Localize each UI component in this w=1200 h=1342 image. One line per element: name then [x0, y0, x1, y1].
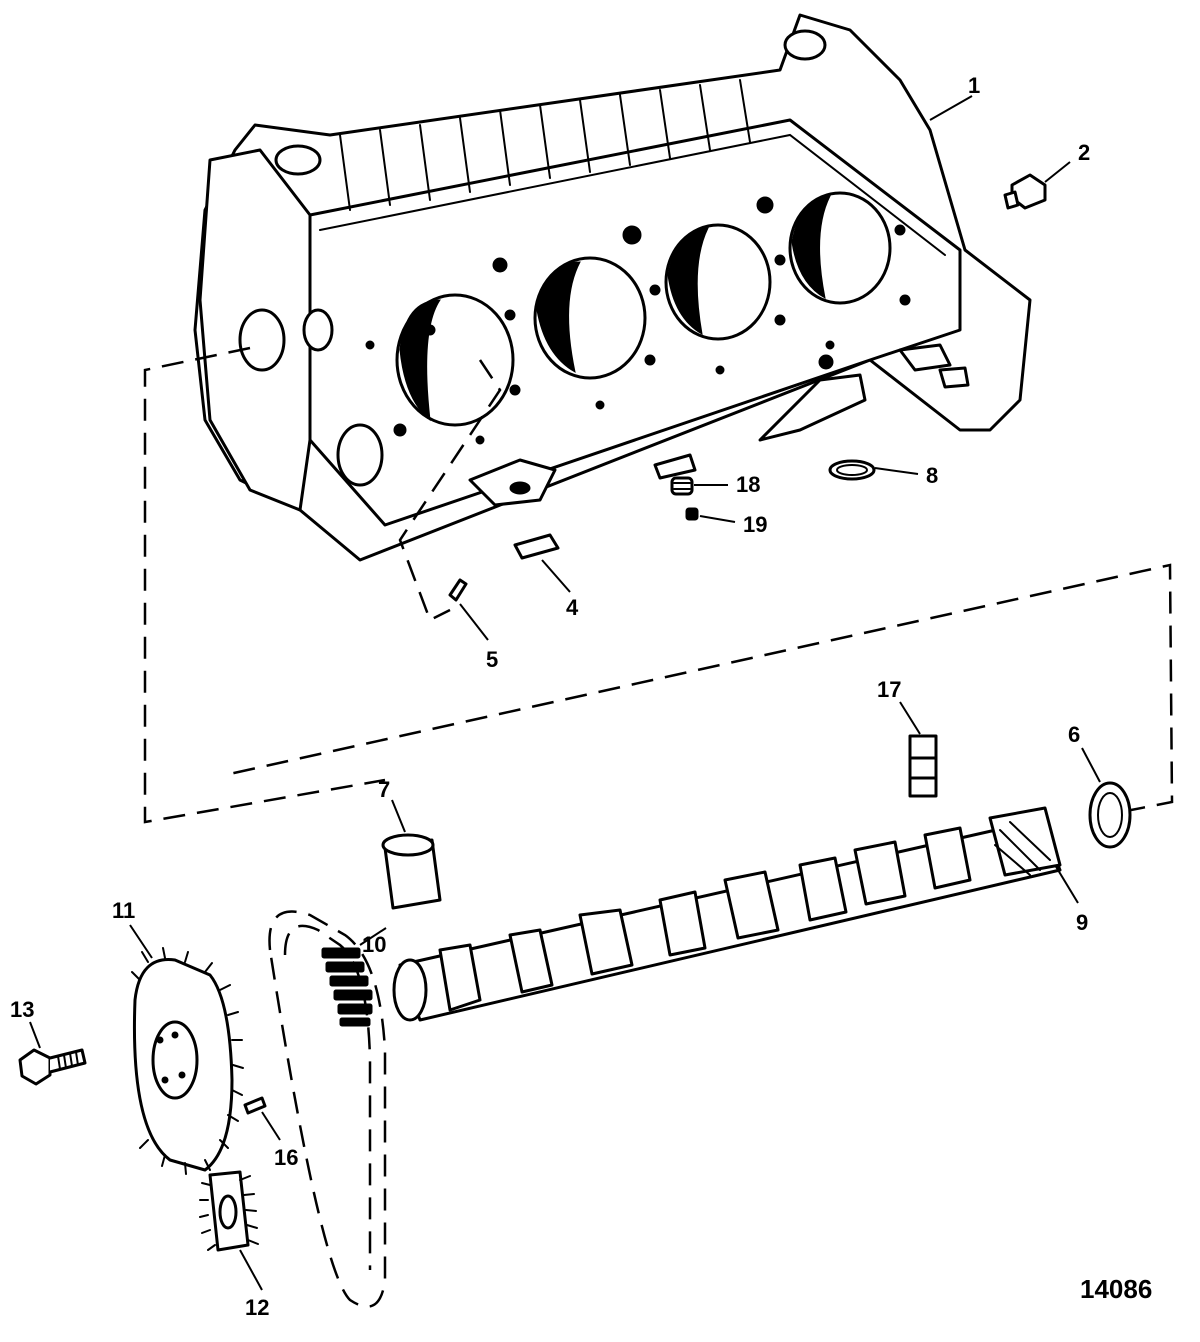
part-6-cam-bearing: [1081, 747, 1132, 849]
callout-12: 12: [245, 1295, 269, 1320]
callout-7: 7: [378, 777, 390, 802]
leader-1: [929, 95, 973, 121]
part-10-timing-chain: [268, 910, 387, 1308]
part-11-cam-sprocket: [129, 924, 244, 1175]
callout-9: 9: [1076, 910, 1088, 935]
engine-block: [193, 13, 1032, 562]
timing-chain-links: [321, 947, 373, 1027]
callout-labels: 1 2 4 5 6 7 8 9 10 11 12 13 16 17 18 19: [10, 73, 1090, 1320]
callout-8: 8: [926, 463, 938, 488]
part-16-dowel-pin: [243, 1096, 281, 1141]
figure-number: 14086: [1080, 1274, 1152, 1304]
head-bolt-holes: [365, 196, 911, 445]
callout-10: 10: [362, 932, 386, 957]
part-13-bolt: [18, 1021, 87, 1086]
part-9-camshaft: [392, 806, 1079, 1022]
callout-17: 17: [877, 677, 901, 702]
part-17-lifter: [899, 701, 938, 798]
callout-4: 4: [566, 595, 579, 620]
part-19-plug: [685, 507, 736, 523]
callout-11: 11: [112, 898, 135, 923]
cylinder-bores: [395, 191, 892, 427]
callout-2: 2: [1078, 140, 1090, 165]
part-18-spring: [670, 476, 728, 496]
callout-18: 18: [736, 472, 760, 497]
callout-5: 5: [486, 647, 498, 672]
part-12-crank-sprocket: [199, 1170, 263, 1291]
callout-1: 1: [968, 73, 980, 98]
part-2-plug: [1003, 161, 1071, 210]
part-5-dowel: [448, 578, 489, 641]
callout-13: 13: [10, 997, 34, 1022]
part-8-seal: [828, 459, 919, 481]
part-7-cam-bearing: [381, 799, 442, 910]
callout-19: 19: [743, 512, 767, 537]
callout-16: 16: [274, 1145, 298, 1170]
callout-6: 6: [1068, 722, 1080, 747]
part-4-insert: [513, 533, 571, 593]
